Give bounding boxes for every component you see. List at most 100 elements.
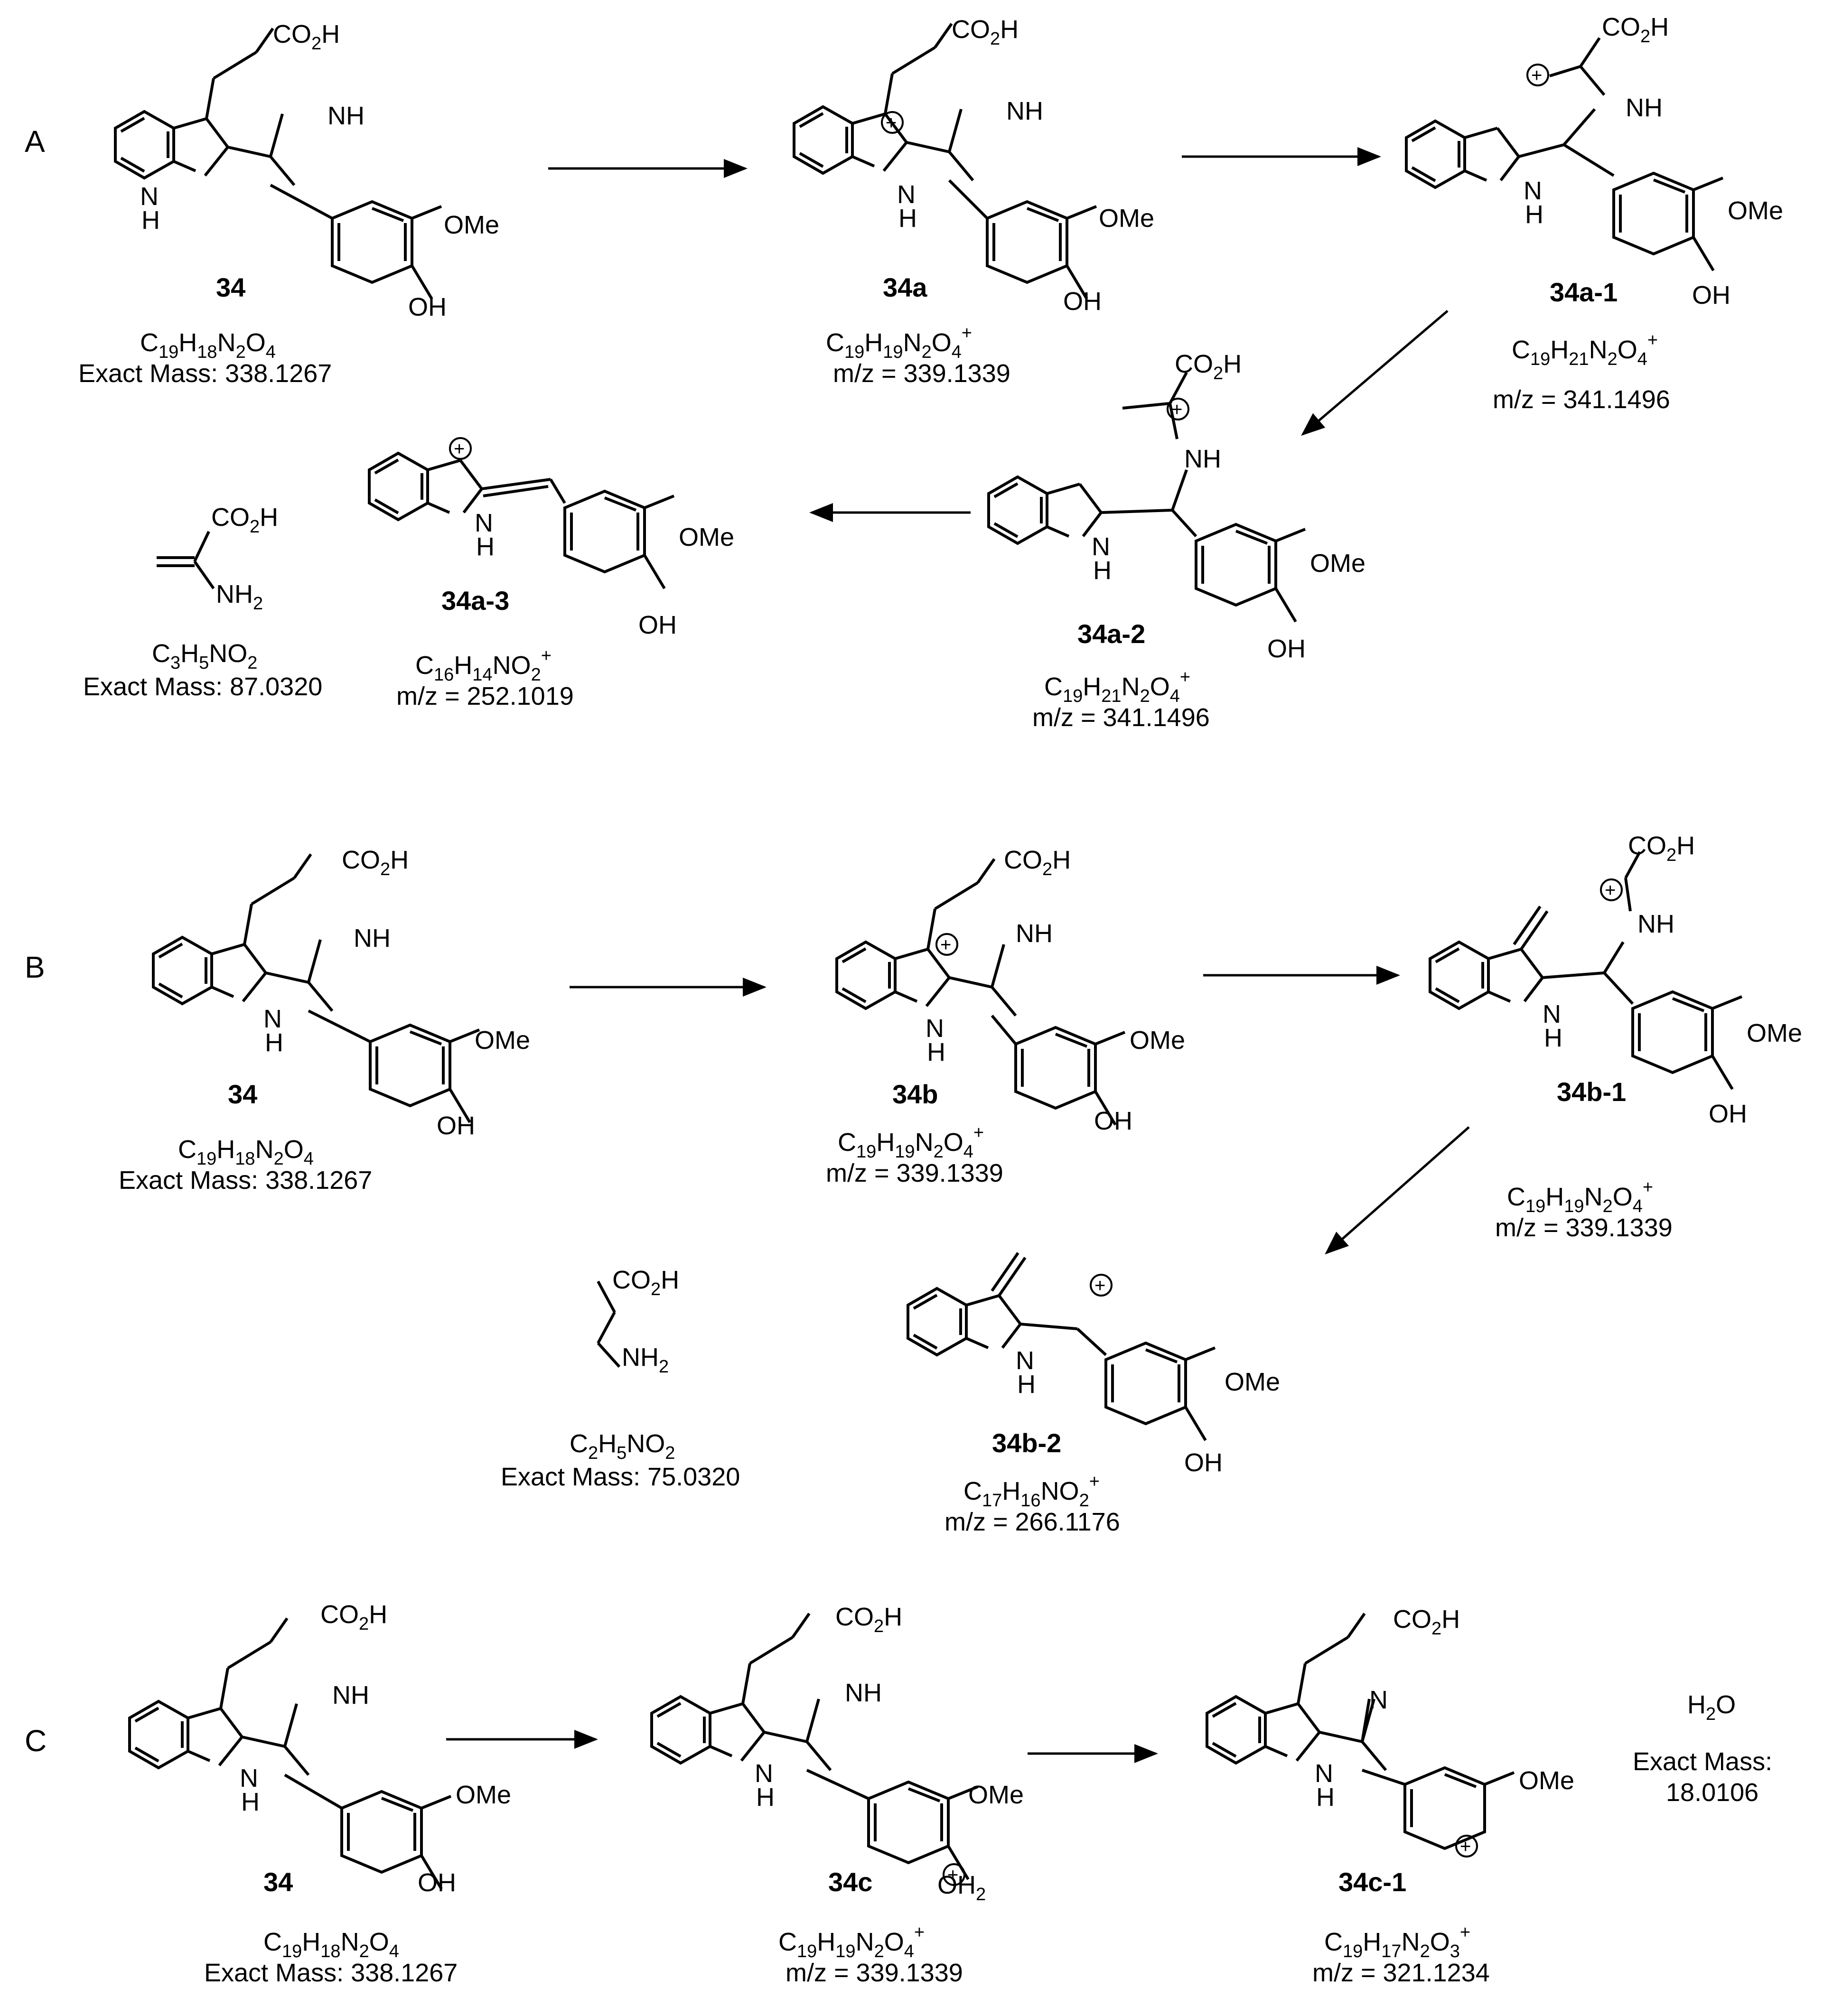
- group-methoxy-34-c: OMe: [456, 1781, 511, 1809]
- formula-h2o: H2O: [1687, 1690, 1736, 1724]
- group-acid-34a-2: CO2H: [1175, 350, 1242, 383]
- mass-34a-2: m/z = 341.1496: [1032, 703, 1210, 732]
- formula-34b-1: C19H19N2O4+: [1507, 1177, 1653, 1216]
- compound-label-34a-1: 34a-1: [1550, 277, 1618, 307]
- group-hydroxy-34a-1: OH: [1692, 281, 1730, 309]
- group-hydroxy-34a-3: OH: [638, 611, 677, 639]
- group-acid-c2h5no2: CO2H: [612, 1266, 679, 1299]
- indole-n-34-a: N: [140, 182, 159, 211]
- indole-h-34a: H: [898, 204, 917, 233]
- group-amine-34a-1: NH: [1626, 93, 1663, 122]
- mass-label-h2o: Exact Mass:: [1633, 1747, 1772, 1776]
- svg-text:+: +: [947, 1865, 958, 1885]
- structure-34b-1: +: [1430, 851, 1742, 1089]
- formula-34-b: C19H18N2O4: [178, 1135, 314, 1169]
- indole-h-34a-3: H: [476, 532, 495, 561]
- svg-text:+: +: [1460, 1836, 1471, 1857]
- mass-34b-1: m/z = 339.1339: [1495, 1213, 1673, 1242]
- indole-n-34-b: N: [263, 1005, 282, 1033]
- svg-text:+: +: [1171, 399, 1182, 420]
- group-amine-34a-2: NH: [1184, 445, 1221, 473]
- mass-34-a: Exact Mass: 338.1267: [78, 359, 332, 388]
- group-amine-34c: NH: [845, 1679, 882, 1707]
- formula-c3h5no2: C3H5NO2: [152, 639, 257, 673]
- group-methoxy-34a: OMe: [1099, 204, 1154, 233]
- group-amine-34-a: NH: [327, 102, 365, 130]
- arrow-a-3: [1301, 310, 1449, 436]
- structure-acrylic-aminoacid: [157, 531, 215, 589]
- indole-n-34b-2: N: [1016, 1346, 1034, 1375]
- compound-label-34a: 34a: [883, 272, 927, 302]
- group-hydroxy-34a: OH: [1063, 287, 1102, 316]
- arrow-b-3: [1325, 1126, 1470, 1255]
- structure-34b-2: +: [908, 1252, 1215, 1440]
- svg-text:+: +: [1094, 1275, 1105, 1296]
- formula-34b: C19H19N2O4+: [838, 1123, 984, 1162]
- indole-h-34a-1: H: [1525, 200, 1543, 229]
- group-hydroxy-34b: OH: [1094, 1107, 1132, 1135]
- mass-34-b: Exact Mass: 338.1267: [119, 1166, 372, 1195]
- indole-h-34b-2: H: [1017, 1370, 1036, 1399]
- group-amine-34-c: NH: [332, 1681, 369, 1709]
- indole-h-34a-2: H: [1093, 556, 1112, 585]
- compound-label-34-c: 34: [263, 1867, 293, 1897]
- mass-34c-1: m/z = 321.1234: [1312, 1959, 1490, 1987]
- structure-34-a: [115, 28, 441, 299]
- group-acid-34a-1: CO2H: [1602, 13, 1669, 47]
- group-amine-34b-1: NH: [1637, 910, 1674, 938]
- compound-label-34b-2: 34b-2: [992, 1428, 1061, 1458]
- structure-34c-1: +: [1207, 1614, 1515, 1857]
- mass-34a-3: m/z = 252.1019: [396, 682, 574, 710]
- indole-n-34a-1: N: [1524, 177, 1542, 205]
- mass-34-c: Exact Mass: 338.1267: [204, 1959, 458, 1987]
- formula-34-a: C19H18N2O4: [140, 328, 276, 362]
- compound-label-34a-2: 34a-2: [1077, 619, 1145, 649]
- formula-34b-2: C17H16NO2+: [963, 1472, 1100, 1511]
- structure-34-c: [130, 1618, 451, 1889]
- indole-h-34-b: H: [265, 1028, 283, 1057]
- structure-34b: +: [837, 859, 1125, 1125]
- svg-text:+: +: [1605, 880, 1616, 901]
- compound-label-34c: 34c: [828, 1867, 872, 1897]
- formula-34a-3: C16H14NO2+: [415, 646, 552, 685]
- indole-h-34-a: H: [141, 206, 160, 234]
- structure-34a-3: +: [369, 437, 674, 588]
- indole-n-34-c: N: [240, 1764, 258, 1792]
- group-acid-c3h5no2: CO2H: [211, 503, 278, 537]
- structure-34a-1: +: [1406, 37, 1723, 271]
- imine-n-34c-1: N: [1369, 1686, 1388, 1714]
- group-hydroxy-34a-2: OH: [1267, 635, 1306, 663]
- indole-h-34c-1: H: [1316, 1783, 1335, 1811]
- section-letter-c: C: [25, 1724, 47, 1758]
- group-methoxy-34a-1: OMe: [1728, 196, 1783, 225]
- formula-34a: C19H19N2O4+: [826, 323, 972, 362]
- group-acid-34c-1: CO2H: [1393, 1605, 1460, 1639]
- group-amine-c2h5no2: NH2: [622, 1343, 669, 1377]
- formula-34a-1: C19H21N2O4+: [1512, 330, 1658, 369]
- group-acid-34-a: CO2H: [273, 20, 340, 54]
- section-letter-a: A: [25, 124, 45, 159]
- group-hydroxy-34-b: OH: [437, 1111, 475, 1140]
- structure-34-b: [153, 854, 479, 1122]
- mass-34b-2: m/z = 266.1176: [945, 1508, 1120, 1536]
- formula-34a-2: C19H21N2O4+: [1044, 667, 1190, 706]
- group-acid-34-c: CO2H: [320, 1600, 387, 1634]
- compound-label-34a-3: 34a-3: [441, 586, 509, 616]
- group-methoxy-34-b: OMe: [475, 1026, 530, 1055]
- indole-n-34c: N: [755, 1759, 773, 1788]
- mass-c2h5no2: Exact Mass: 75.0320: [501, 1463, 740, 1491]
- group-amine-c3h5no2: NH2: [216, 580, 263, 614]
- formula-34-c: C19H18N2O4: [263, 1928, 399, 1961]
- mass-34b: m/z = 339.1339: [826, 1159, 1003, 1187]
- group-acid-34b: CO2H: [1004, 846, 1071, 879]
- group-hydroxy-34-a: OH: [408, 293, 447, 321]
- group-methoxy-34a-2: OMe: [1310, 549, 1365, 578]
- indole-n-34c-1: N: [1315, 1759, 1333, 1788]
- indole-n-34a-3: N: [475, 509, 493, 537]
- indole-h-34c: H: [756, 1783, 775, 1811]
- indole-n-34a: N: [897, 180, 916, 209]
- group-acid-34b-1: CO2H: [1628, 831, 1695, 865]
- structure-34c: +: [652, 1614, 978, 1886]
- group-hydroxy-34-c: OH: [418, 1868, 456, 1897]
- group-oxonium-34c: OH2: [937, 1871, 986, 1904]
